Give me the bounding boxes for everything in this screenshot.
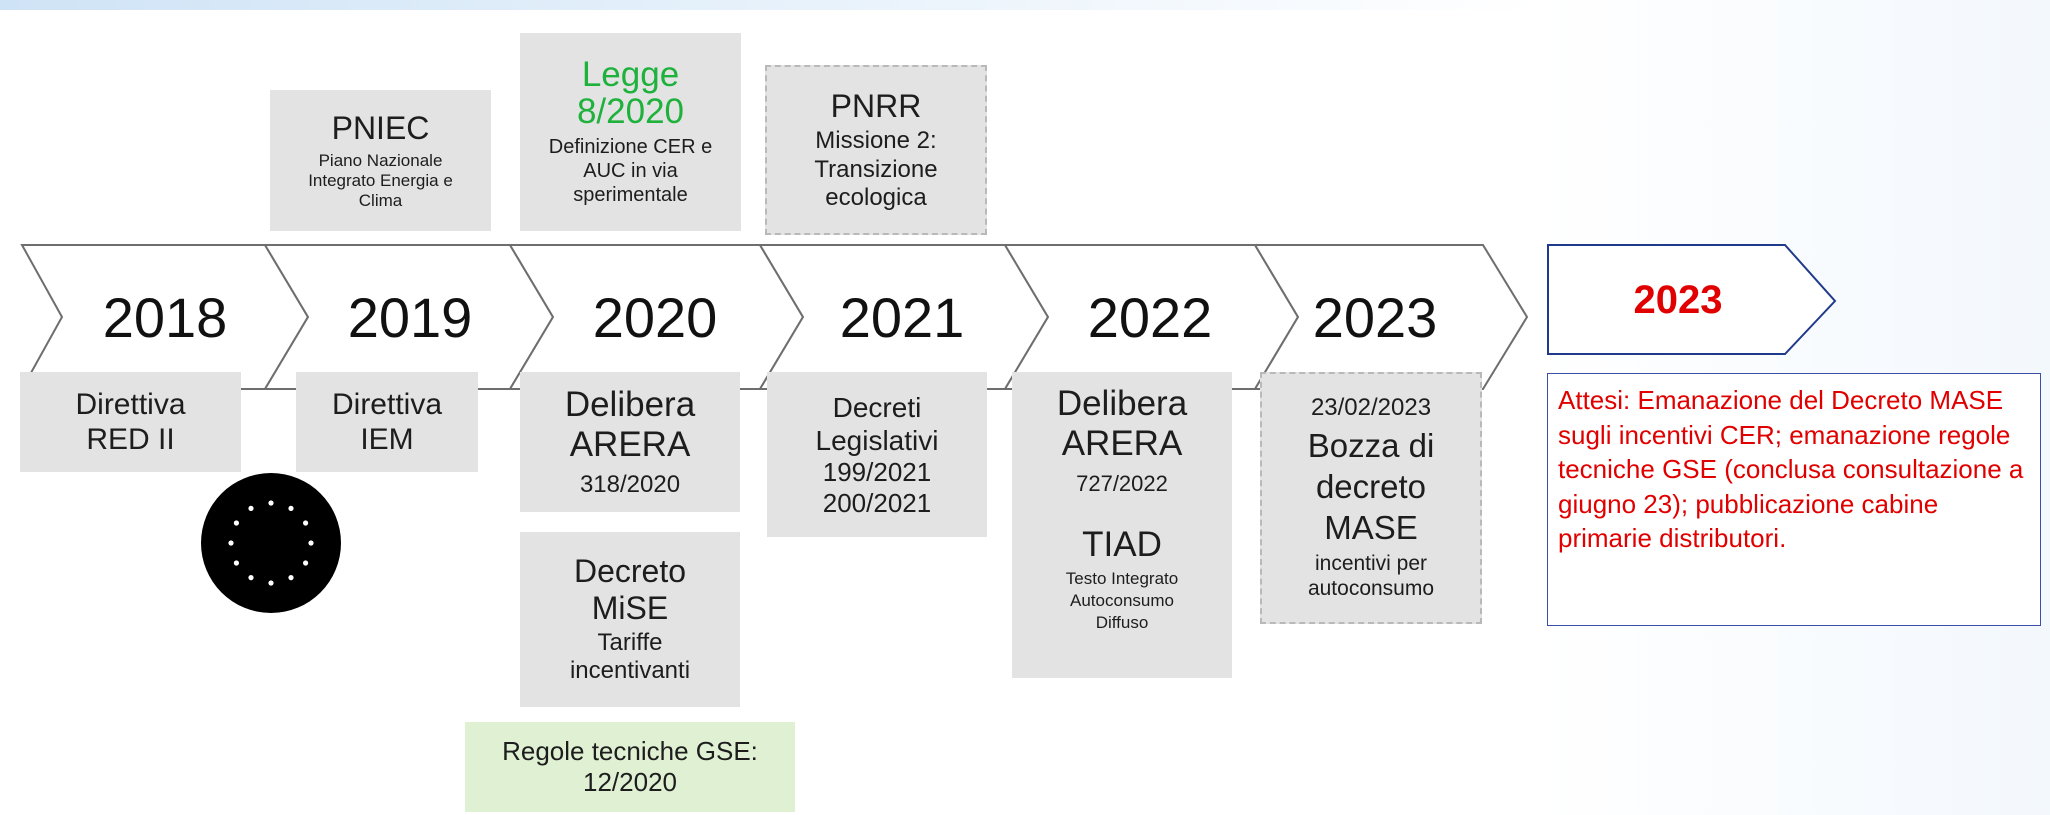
eu-star bbox=[288, 505, 294, 511]
eu-star bbox=[228, 540, 234, 546]
legge-title: Legge 8/2020 bbox=[576, 54, 685, 131]
tiad-description: Testo Integrato Autoconsumo Diffuso bbox=[1065, 568, 1179, 632]
iem-line1: Direttiva bbox=[331, 387, 443, 421]
eu-star bbox=[248, 505, 254, 511]
eu-star bbox=[233, 520, 239, 526]
expected-actions-note: Attesi: Emanazione del Decreto MASE sugl… bbox=[1547, 373, 2041, 626]
pnrr-description: Missione 2: Transizione ecologica bbox=[814, 127, 938, 212]
tiad-title: TIAD bbox=[1082, 525, 1162, 565]
mise-description: Tariffe incentivanti bbox=[569, 628, 691, 685]
pniec-box: PNIEC Piano Nazionale Integrato Energia … bbox=[270, 90, 491, 231]
iem-line2: IEM bbox=[360, 423, 414, 456]
eu-star bbox=[303, 560, 309, 566]
red2-box: Direttiva RED II bbox=[20, 372, 241, 472]
arera727-number: 727/2022 bbox=[1076, 470, 1168, 496]
mise-box: Decreto MiSE Tariffe incentivanti bbox=[520, 532, 740, 707]
arera318-number: 318/2020 bbox=[579, 471, 681, 499]
eu-star bbox=[288, 575, 294, 581]
eu-star bbox=[268, 500, 274, 506]
year-label-2023: 2023 bbox=[1312, 285, 1438, 349]
eu-star bbox=[308, 540, 314, 546]
eu-star bbox=[268, 580, 274, 586]
pniec-title: PNIEC bbox=[331, 109, 430, 146]
gse-number: 12/2020 bbox=[583, 767, 677, 797]
iem-box: Direttiva IEM bbox=[296, 372, 478, 472]
year-label-2021: 2021 bbox=[839, 285, 965, 349]
decreti-number-1: 199/2021 bbox=[822, 456, 932, 487]
pnrr-box: PNRR Missione 2: Transizione ecologica bbox=[765, 65, 987, 235]
legge-description: Definizione CER e AUC in via sperimental… bbox=[548, 136, 713, 206]
year-label-2022: 2022 bbox=[1087, 285, 1213, 349]
mase-box: 23/02/2023 Bozza di decreto MASE incenti… bbox=[1260, 372, 1482, 624]
gse-box: Regole tecniche GSE: 12/2020 bbox=[465, 722, 795, 812]
eu-star bbox=[248, 575, 254, 581]
mise-title: Decreto MiSE bbox=[573, 553, 687, 627]
mase-title: Bozza di decreto MASE bbox=[1307, 426, 1435, 547]
decreti-title: Decreti Legislativi bbox=[815, 391, 939, 456]
mase-description: incentivi per autoconsumo bbox=[1307, 552, 1435, 601]
year-label-2020: 2020 bbox=[592, 285, 718, 349]
mase-date: 23/02/2023 bbox=[1310, 394, 1432, 422]
arera-tiad-box: Delibera ARERA 727/2022 TIAD Testo Integ… bbox=[1012, 372, 1232, 678]
decreti-box: Decreti Legislativi 199/2021 200/2021 bbox=[767, 372, 987, 537]
chevron-2023 bbox=[1253, 244, 1529, 390]
year-label-2018: 2018 bbox=[102, 285, 228, 349]
eu-star bbox=[233, 560, 239, 566]
eu-flag-icon bbox=[201, 473, 341, 613]
arera318-title: Delibera ARERA bbox=[564, 384, 696, 464]
gse-title: Regole tecniche GSE: bbox=[502, 736, 758, 767]
red2-line1: Direttiva bbox=[75, 387, 186, 421]
eu-star bbox=[303, 520, 309, 526]
arera727-title: Delibera ARERA bbox=[1056, 384, 1188, 464]
pnrr-title: PNRR bbox=[830, 87, 922, 124]
pniec-description: Piano Nazionale Integrato Energia e Clim… bbox=[308, 151, 453, 211]
chevron-2023-highlight bbox=[1547, 244, 1837, 355]
year-label-2019: 2019 bbox=[347, 285, 473, 349]
red2-line2: RED II bbox=[86, 423, 175, 456]
legge-box: Legge 8/2020 Definizione CER e AUC in vi… bbox=[520, 33, 741, 231]
highlight-year-label: 2023 bbox=[1633, 277, 1723, 322]
decreti-number-2: 200/2021 bbox=[822, 487, 932, 518]
arera318-box: Delibera ARERA 318/2020 bbox=[520, 372, 740, 512]
